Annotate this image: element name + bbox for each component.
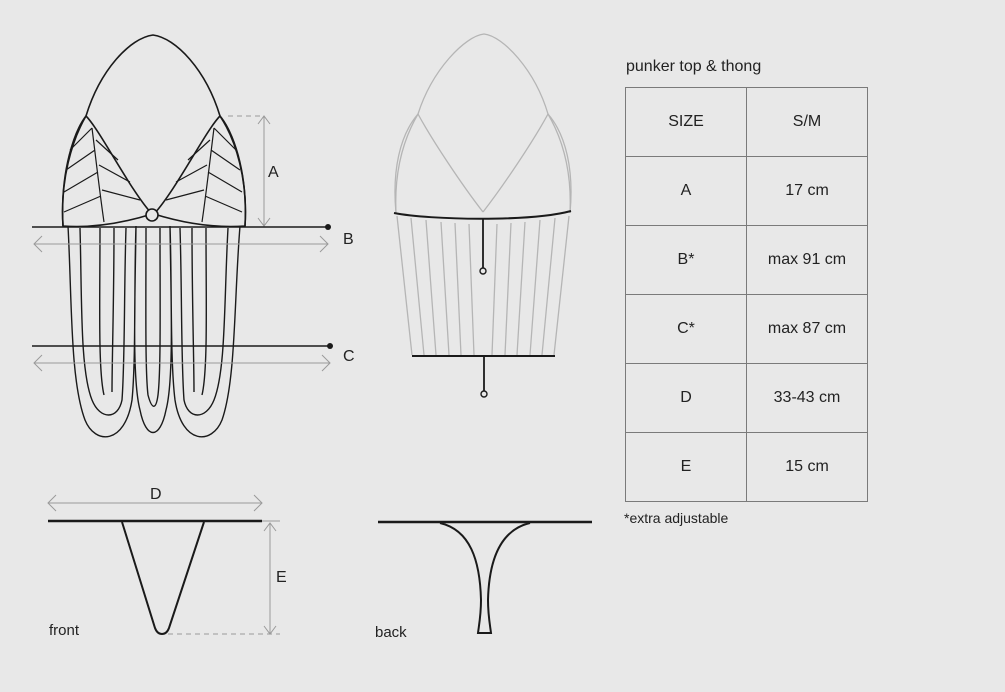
product-title: punker top & thong [626,58,762,75]
back-right-cup [482,112,571,214]
table-row: E 15 cm [625,432,868,502]
dim-a-arrowheads [257,115,271,227]
size-table: SIZE S/M A 17 cm B* max 91 cm C* max 87 … [625,87,868,502]
label-e: E [276,569,287,586]
label-c: C [343,348,355,365]
front-center-ring [145,208,159,222]
table-row: A 17 cm [625,156,868,226]
front-right-cup [152,114,247,228]
table-cell-value: 17 cm [746,156,868,226]
dim-c-arrowheads [33,354,331,372]
table-header-size: SIZE [625,87,747,157]
table-header-row: SIZE S/M [625,87,868,157]
front-left-cup-veins [63,127,141,223]
table-header-sm: S/M [746,87,868,157]
dim-d-arrowheads [47,494,263,512]
front-thong-drawing [47,494,280,635]
table-cell-value: max 91 cm [746,225,868,295]
front-right-cup-veins [165,127,243,223]
label-b: B [343,231,354,248]
dim-b-arrowheads [33,235,329,253]
caption-front: front [49,622,80,639]
table-cell-value: 33-43 cm [746,363,868,433]
back-top-drawing [394,33,572,356]
label-d: D [150,486,162,503]
front-strap-loops [67,225,241,438]
back-upper-strap-dot [479,267,487,275]
back-left-cup [395,112,484,214]
table-row: D 33-43 cm [625,363,868,433]
table-cell-label: D [625,363,747,433]
label-a: A [268,164,279,181]
table-cell-label: E [625,432,747,502]
back-thong-drawing [378,520,592,634]
front-dimension-lines [32,115,333,372]
table-cell-label: A [625,156,747,226]
table-row: B* max 91 cm [625,225,868,295]
front-top-drawing [61,34,247,438]
back-upper-band [393,210,572,220]
back-lower-strap-dot [480,390,488,398]
table-cell-value: max 87 cm [746,294,868,364]
footnote: *extra adjustable [624,510,729,526]
back-strap-lines [396,215,570,356]
table-cell-value: 15 cm [746,432,868,502]
dim-e-arrowheads [263,522,277,635]
table-cell-label: B* [625,225,747,295]
caption-back: back [375,624,407,641]
dim-b-end-dot [325,224,331,230]
table-cell-label: C* [625,294,747,364]
table-row: C* max 87 cm [625,294,868,364]
back-top-bands [393,210,572,398]
front-thong-shape [121,521,205,635]
back-top-outline [394,33,572,214]
back-thong-shape [439,522,531,634]
dim-c-end-dot [327,343,333,349]
